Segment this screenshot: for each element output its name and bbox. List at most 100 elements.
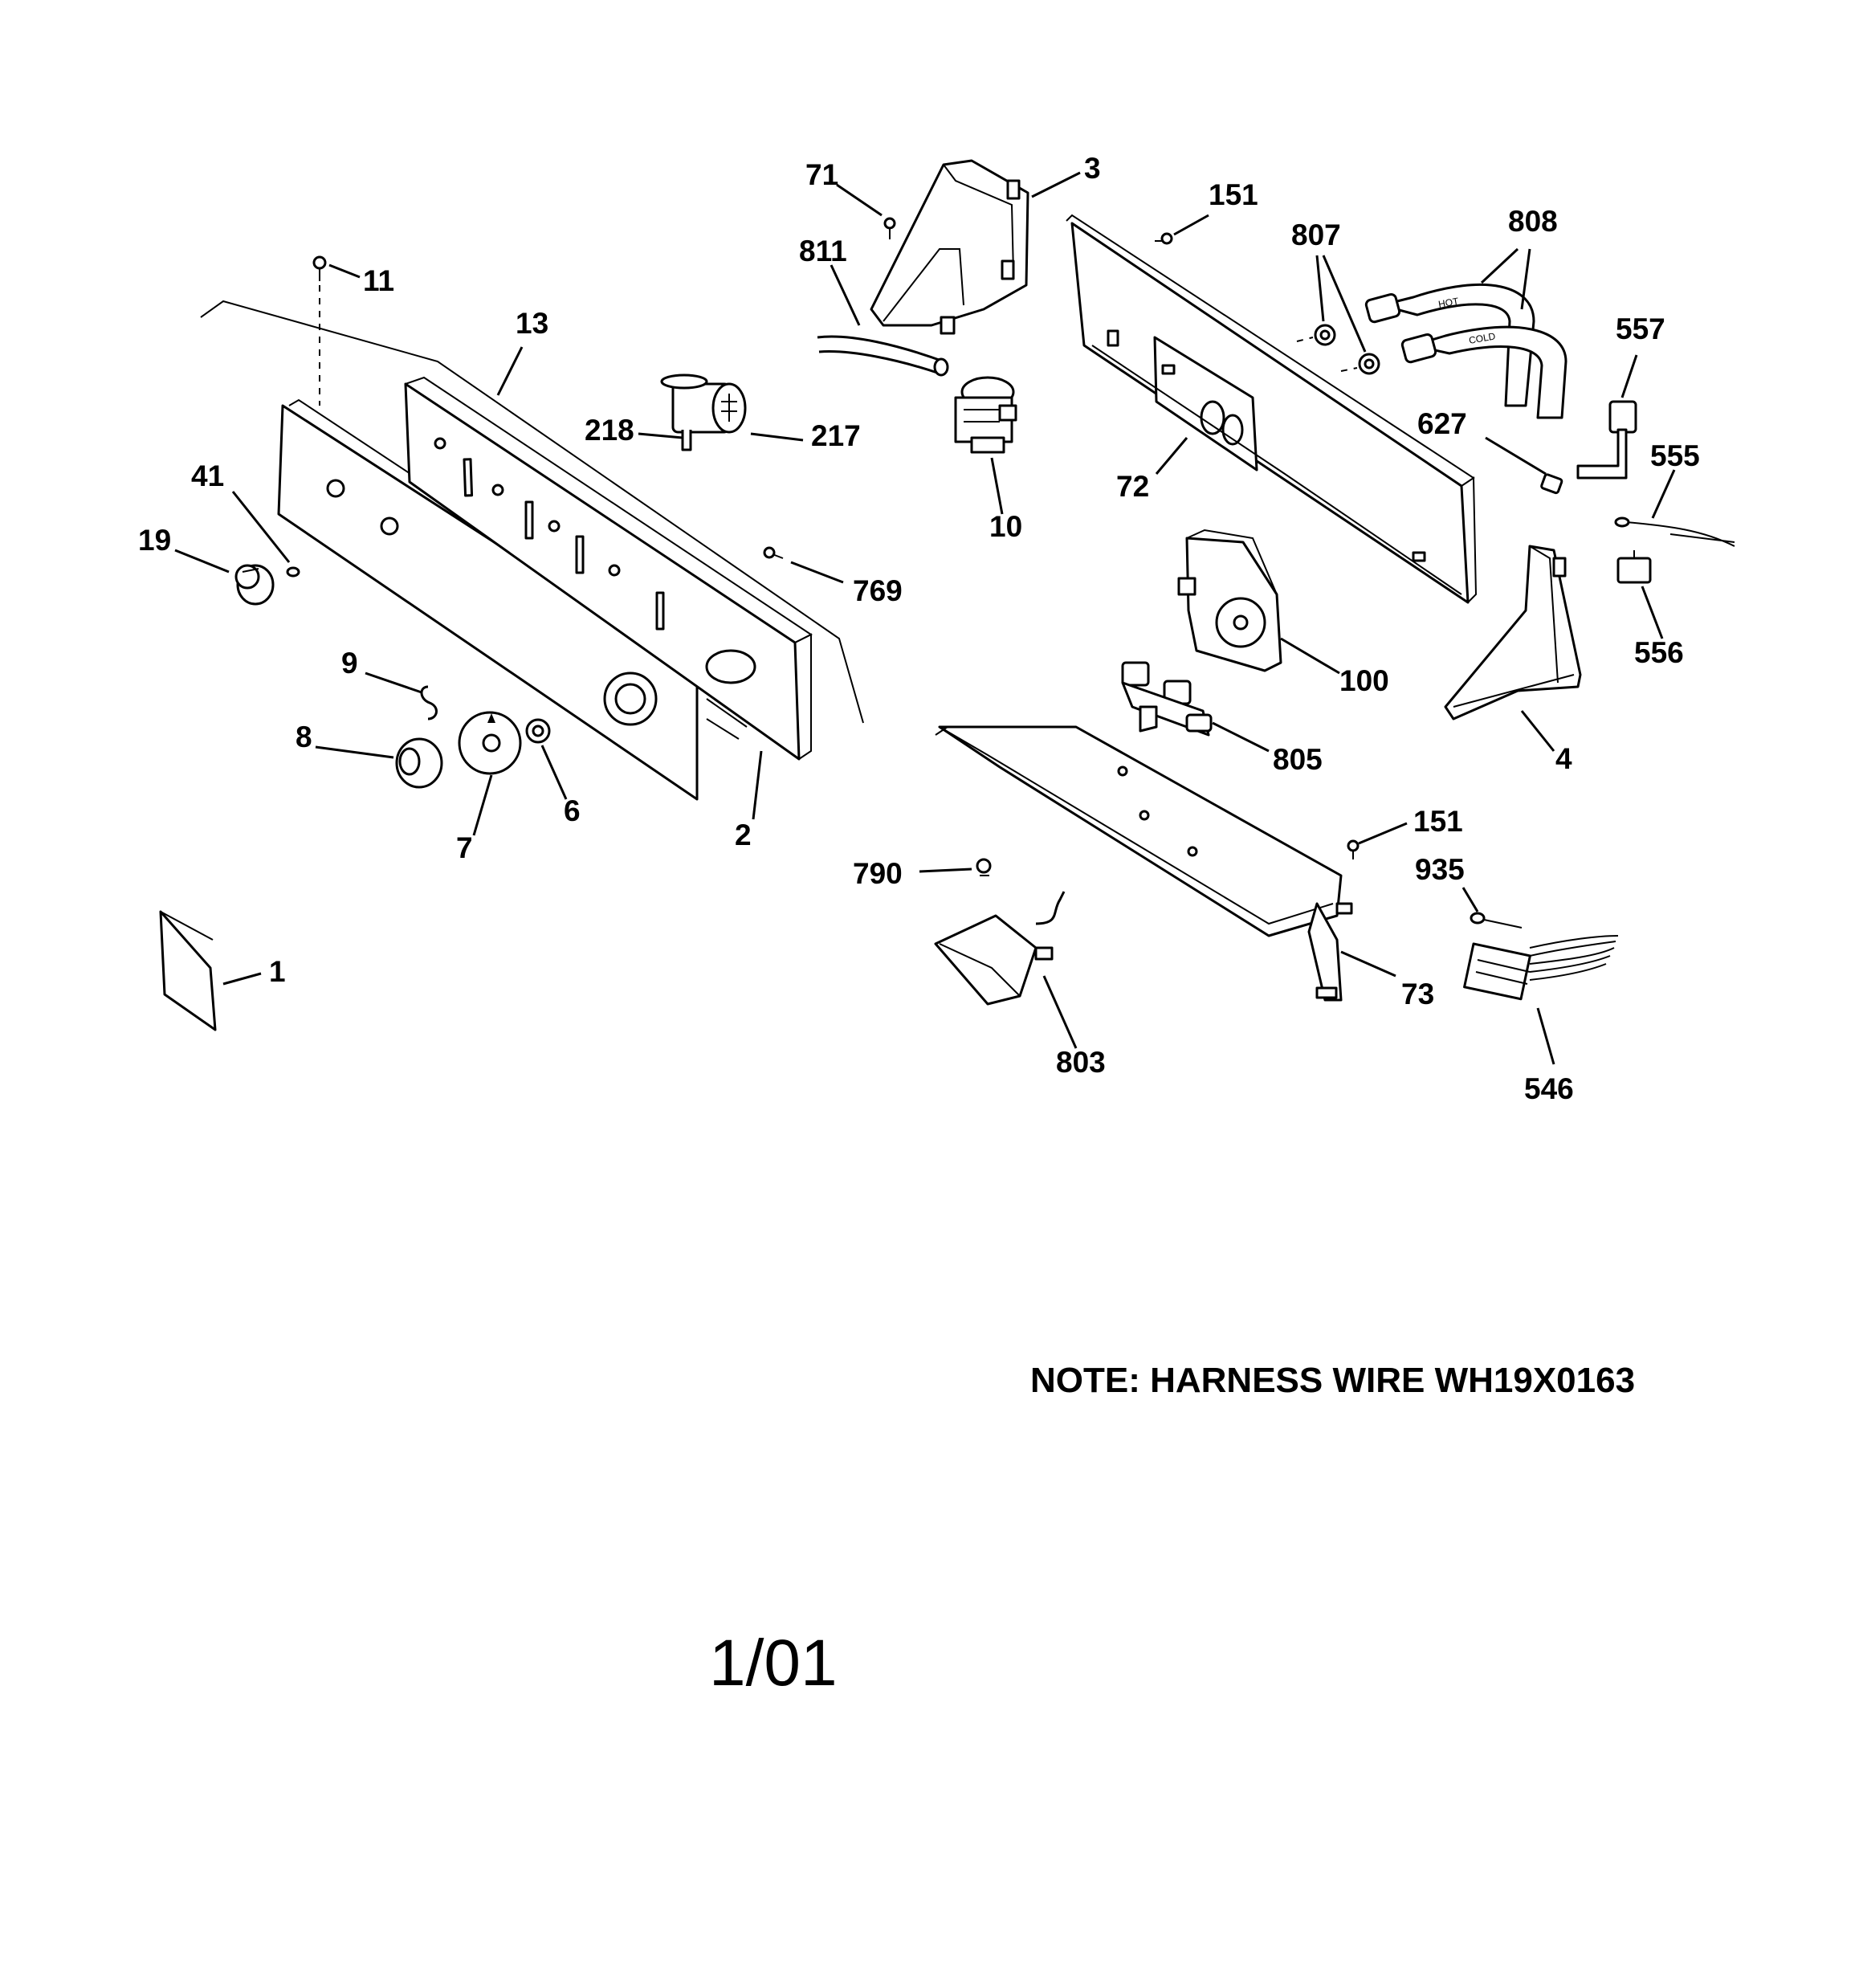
callout-803: 803 [1056,1046,1106,1079]
leader-555 [1651,469,1676,519]
callout-2: 2 [735,818,752,851]
callout-556: 556 [1634,636,1684,669]
part-100-timer [1177,529,1282,672]
part-811-hose [817,335,949,377]
callout-811: 811 [799,235,847,267]
leader-6 [540,745,568,800]
leader-2 [752,750,763,820]
leader-808-a [1480,247,1519,284]
part-6-nut [525,718,551,744]
callout-769: 769 [853,574,903,607]
leader-13 [496,346,524,396]
leader-10 [990,457,1004,515]
callout-9: 9 [341,647,358,680]
callout-790: 790 [853,857,903,890]
leader-805 [1212,721,1270,753]
leader-557 [1620,354,1638,398]
callout-3: 3 [1084,152,1101,185]
leader-71 [836,183,883,217]
leader-100 [1280,637,1340,675]
leader-807-b [1322,255,1367,353]
washer-axis-1 [1296,337,1314,342]
part-4-end-cap [1444,545,1582,720]
leader-769 [790,561,844,584]
callout-11: 11 [363,264,394,297]
leader-72 [1155,437,1188,475]
leader-151-bottom [1358,822,1408,845]
callout-805: 805 [1273,743,1323,776]
callout-73: 73 [1401,978,1434,1010]
callout-627: 627 [1417,407,1467,440]
leader-8 [315,745,394,759]
callout-557: 557 [1616,312,1665,345]
part-72-backsplash [1066,214,1478,604]
part-935-wire [1470,912,1523,929]
callout-72: 72 [1116,470,1149,503]
hot-hose-label: HOT [1437,296,1460,310]
leader-803 [1042,975,1078,1049]
part-3-end-cap [870,159,1029,335]
leader-9 [365,672,422,694]
part-13-backsplash-bracket [404,376,813,761]
panel-outline-line [200,300,864,724]
part-9-clip [420,685,438,720]
part-808-fill-hoses: HOT COLD [1364,283,1567,419]
part-805-water-valve [1121,661,1213,737]
part-151-screw-bottom [1347,839,1360,859]
leader-218 [638,432,683,439]
callout-151-top: 151 [1209,178,1258,211]
part-19-knob [234,564,275,606]
leader-7 [472,774,493,836]
callout-807: 807 [1291,218,1341,251]
leader-627 [1485,436,1547,476]
part-627-plug [1540,473,1563,495]
leader-19 [174,549,230,574]
part-557-switch [1576,400,1637,480]
part-8-knob [395,737,443,789]
leader-3 [1031,171,1081,198]
part-1-literature-envelope [159,910,217,1031]
leader-556 [1641,586,1664,639]
leader-41 [231,491,291,563]
callout-217: 217 [811,419,861,452]
callout-8: 8 [296,720,312,753]
callout-100: 100 [1339,664,1389,697]
callouts: 1 2 3 4 6 7 8 9 10 11 13 19 41 71 72 73 … [138,152,1700,1105]
callout-546: 546 [1524,1072,1574,1105]
part-217-capacitor [660,374,747,434]
part-71-screw [883,217,896,239]
callout-41: 41 [191,459,224,492]
callout-19: 19 [138,524,171,557]
callout-10: 10 [989,510,1022,543]
callout-935: 935 [1415,853,1465,886]
part-41-spring [286,566,300,578]
washer-axis-2 [1340,367,1358,372]
leader-935 [1461,887,1479,912]
leader-4 [1520,710,1555,752]
leader-1 [222,972,262,986]
leader-11 [328,263,361,279]
callout-151-bottom: 151 [1413,805,1463,838]
leader-73 [1340,950,1396,978]
part-151-screw-top [1155,232,1173,245]
leader-151-top [1173,214,1209,236]
harness-note: NOTE: HARNESS WIRE WH19X0163 [1030,1361,1635,1400]
leader-811 [830,264,861,326]
leader-546 [1536,1007,1555,1065]
part-790-clamp [976,858,992,876]
callout-808: 808 [1508,205,1558,238]
callout-4: 4 [1555,742,1572,775]
callout-6: 6 [564,794,581,827]
callout-555: 555 [1650,439,1700,472]
part-769-screw [763,546,784,559]
part-555-wire [1614,516,1735,547]
callout-13: 13 [516,307,548,340]
part-218-bracket [681,430,692,451]
leader-808-b [1520,248,1531,310]
cold-hose-label: COLD [1468,330,1497,346]
callout-71: 71 [805,158,838,191]
part-556-connector [1616,550,1652,584]
part-11-screw [312,255,327,281]
revision-date: 1/01 [709,1627,838,1700]
